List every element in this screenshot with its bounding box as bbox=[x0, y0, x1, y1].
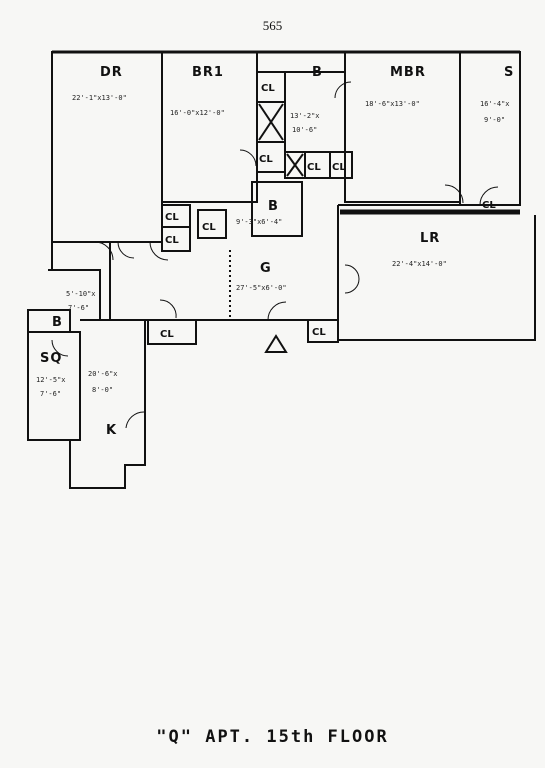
room-s-label: S bbox=[504, 65, 514, 80]
room-b-top-label: B bbox=[312, 65, 323, 80]
room-lr-label: LR bbox=[420, 231, 440, 246]
room-mbr-label: MBR bbox=[390, 65, 426, 80]
entry-arrow-icon bbox=[264, 334, 288, 353]
room-b-left-label: B bbox=[52, 315, 63, 330]
room-k-dims-2: 8'-0" bbox=[92, 386, 113, 394]
room-br1-label: BR1 bbox=[192, 65, 224, 80]
room-sq-outline bbox=[27, 331, 81, 441]
closet-label: CL bbox=[165, 212, 179, 223]
closet-label: CL bbox=[307, 162, 321, 173]
room-b-mid-label: B bbox=[268, 199, 279, 214]
closet-label: CL bbox=[312, 327, 326, 338]
room-sq-dims-2: 7'-6" bbox=[40, 390, 61, 398]
room-dr-outline bbox=[51, 51, 163, 243]
room-k-label: K bbox=[106, 423, 117, 438]
room-b-mid-dims: 9'-3"x6'-4" bbox=[236, 218, 282, 226]
room-sq-label: SQ bbox=[40, 351, 62, 366]
room-mbr-dims: 18'-6"x13'-0" bbox=[365, 100, 420, 108]
page-number: 565 bbox=[262, 18, 283, 33]
room-s-dims-1: 16'-4"x bbox=[480, 100, 510, 108]
room-k-outline bbox=[69, 319, 146, 489]
room-lr-dims: 22'-4"x14'-0" bbox=[392, 260, 447, 268]
room-br1-dims: 16'-0"x12'-0" bbox=[170, 109, 225, 117]
closet-label: CL bbox=[261, 83, 275, 94]
closet-label: CL bbox=[160, 329, 174, 340]
room-dr-dims: 22'-1"x13'-0" bbox=[72, 94, 127, 102]
room-s-dims-2: 9'-0" bbox=[484, 116, 505, 124]
room-b-top-dims-1: 13'-2"x bbox=[290, 112, 320, 120]
room-g-dims: 27'-5"x6'-0" bbox=[236, 284, 287, 292]
closet-label: CL bbox=[259, 154, 273, 165]
room-g-label: G bbox=[260, 261, 272, 276]
room-b-top-dims-2: 10'-6" bbox=[292, 126, 317, 134]
closet-label: CL bbox=[482, 200, 496, 211]
room-g-outline bbox=[109, 242, 338, 321]
room-b-mid-outline bbox=[251, 181, 303, 237]
room-b-left-dims-1: 5'-10"x bbox=[66, 290, 96, 298]
closet-label: CL bbox=[165, 235, 179, 246]
room-lr-outline bbox=[337, 204, 536, 341]
room-sq-dims-1: 12'-5"x bbox=[36, 376, 66, 384]
plan-caption: "Q" APT. 15th FLOOR bbox=[156, 727, 389, 747]
closet-label: CL bbox=[332, 162, 346, 173]
room-b-left-dims-2: 7'-6" bbox=[68, 304, 89, 312]
room-k-dims-1: 20'-6"x bbox=[88, 370, 118, 378]
room-dr-label: DR bbox=[100, 65, 123, 80]
closet-label: CL bbox=[202, 222, 216, 233]
